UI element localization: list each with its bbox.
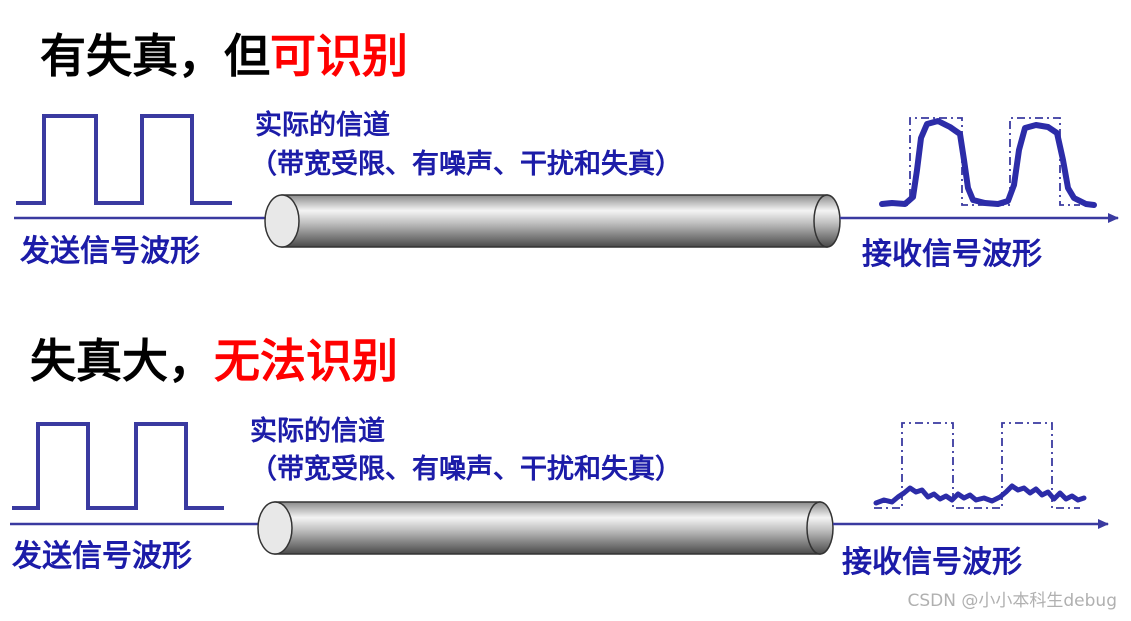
channel-title-bottom: 实际的信道: [250, 416, 385, 447]
channel-desc-bottom: （带宽受限、有噪声、干扰和失真）: [250, 454, 682, 485]
reference-square-wave-bottom: [874, 422, 1080, 509]
watermark: CSDN @小小本科生debug: [907, 591, 1117, 611]
sent-square-wave-top: [16, 114, 232, 205]
heading-bottom-black: 失真大，: [30, 334, 214, 388]
recv-label-bottom: 接收信号波形: [842, 545, 1022, 580]
send-label-top: 发送信号波形: [20, 234, 200, 269]
received-wave-top: [879, 118, 1097, 208]
received-wave-bottom: [873, 483, 1087, 506]
heading-top-black: 有失真，但: [40, 29, 270, 83]
heading-bottom: 失真大，无法识别: [30, 338, 398, 384]
heading-bottom-red: 无法识别: [214, 334, 398, 388]
send-label-bottom: 发送信号波形: [12, 539, 192, 574]
channel-desc-top: （带宽受限、有噪声、干扰和失真）: [250, 149, 682, 180]
channel-title-top: 实际的信道: [255, 110, 390, 141]
channel-pipe-top: [264, 194, 841, 248]
heading-top: 有失真，但可识别: [40, 33, 408, 79]
channel-pipe-bottom: [257, 501, 834, 555]
heading-top-red: 可识别: [270, 29, 408, 83]
sent-square-wave-bottom: [12, 422, 224, 510]
recv-label-top: 接收信号波形: [862, 237, 1042, 272]
